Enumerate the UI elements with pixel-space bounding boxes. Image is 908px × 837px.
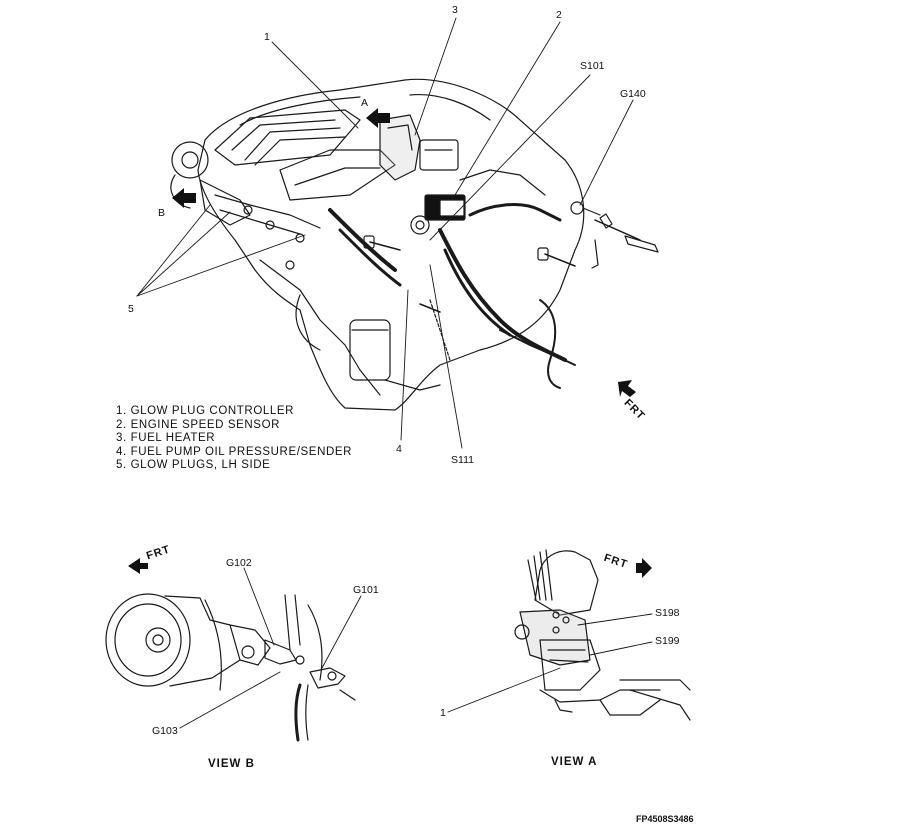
view-b-reference-label: B: [158, 207, 166, 219]
legend-item: 4. FUEL PUMP OIL PRESSURE/SENDER: [116, 445, 353, 458]
component-legend: 1. GLOW PLUG CONTROLLER 2. ENGINE SPEED …: [116, 405, 352, 473]
callout-g140: G140: [620, 88, 646, 100]
view-arrow-icon: [172, 108, 390, 208]
legend-item: 3. FUEL HEATER: [116, 432, 216, 445]
view-a-title: VIEW A: [551, 756, 598, 768]
callout-s198: S198: [655, 607, 680, 619]
callout-4: 4: [396, 443, 402, 455]
main-engine-drawing: [170, 78, 659, 411]
legend-item: 5. GLOW PLUGS, LH SIDE: [116, 459, 271, 472]
frt-arrow-icon: [128, 380, 652, 578]
legend-item: 2. ENGINE SPEED SENSOR: [116, 418, 281, 431]
callout-3: 3: [452, 4, 458, 16]
view-a-drawing: [447, 549, 691, 721]
callout-g103: G103: [152, 725, 178, 737]
callout-s111: S111: [451, 454, 474, 466]
callout-s199: S199: [655, 635, 680, 647]
callout-2: 2: [556, 9, 562, 21]
view-b-drawing: [105, 567, 362, 742]
callout-g102: G102: [226, 557, 252, 569]
callout-5: 5: [128, 303, 134, 315]
callout-s101: S101: [580, 60, 605, 72]
figure-code: FP4508S3486: [636, 814, 694, 824]
view-a-reference-label: A: [361, 97, 369, 109]
main-leader-lines: [136, 17, 634, 449]
callout-g101: G101: [353, 584, 379, 596]
legend-item: 1. GLOW PLUG CONTROLLER: [116, 405, 295, 417]
callout-1: 1: [264, 31, 270, 43]
view-b-title: VIEW B: [208, 758, 255, 770]
callout-view-a-1: 1: [440, 707, 446, 719]
